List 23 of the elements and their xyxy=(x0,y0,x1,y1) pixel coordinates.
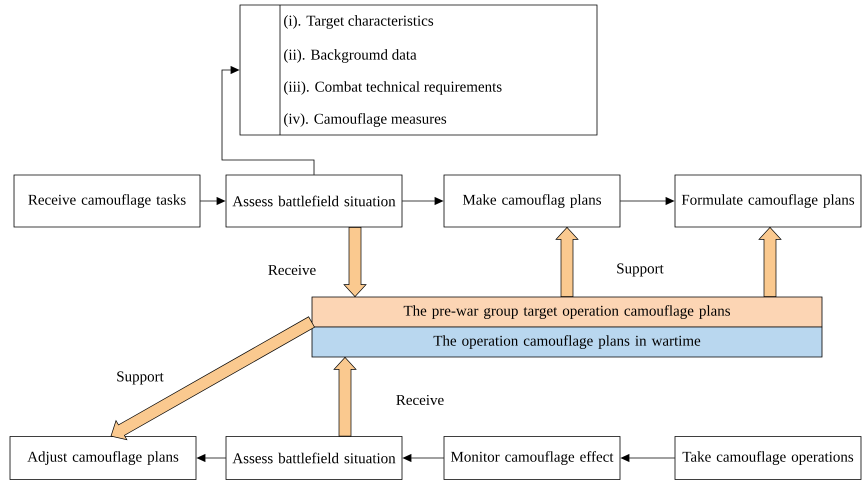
list-item: (iii). Combat technical requirements xyxy=(284,81,502,95)
edge-label: Receive xyxy=(268,264,316,276)
process-box: Monitor camouflage effect xyxy=(444,436,620,480)
edge-label: Receive xyxy=(396,394,444,406)
edge-label: Support xyxy=(617,263,664,277)
list-item: (iv). Camouflage measures xyxy=(284,113,446,127)
process-box: Adjust camouflage plans xyxy=(10,436,196,480)
block-arrow xyxy=(333,356,357,436)
process-box: Assess battlefield situation xyxy=(226,436,402,480)
block-arrow xyxy=(758,226,782,297)
process-box: Receive camouflage tasks xyxy=(14,174,200,228)
plan-band: The operation camouflage plans in wartime xyxy=(312,326,822,358)
block-arrow xyxy=(555,226,579,297)
block-arrow xyxy=(343,227,367,298)
edge-label: Support xyxy=(117,371,164,385)
list-item: (i). Target characteristics xyxy=(284,15,434,29)
list-item: (ii). Backgroumd data xyxy=(284,49,416,63)
process-box: Assess battlefield situation xyxy=(226,174,402,228)
process-box: Formulate camouflage plans xyxy=(674,174,862,228)
arrow xyxy=(222,66,314,175)
plan-band: The pre-war group target operation camouflage plans xyxy=(312,296,822,328)
process-box: Take camouflage operations xyxy=(674,436,862,480)
process-box: Make camouflag plans xyxy=(444,174,620,228)
